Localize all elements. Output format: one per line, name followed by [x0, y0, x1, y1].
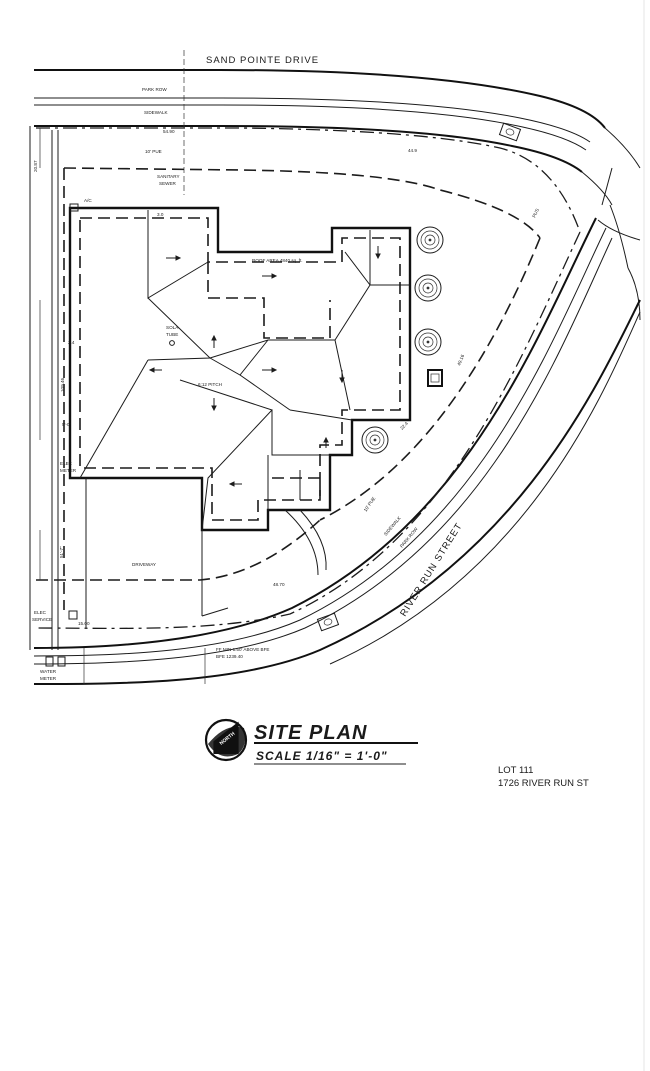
plan-labels: SAND POINTE DRIVE RIVER RUN STREET PARK …	[32, 55, 540, 681]
bfe-label: BFE 1239.40	[216, 654, 243, 659]
water-meter-label: METER	[40, 676, 57, 681]
roof-pitch-label: 6:12 PITCH	[198, 382, 222, 387]
scale-label: SCALE 1/16" = 1'-0"	[256, 749, 388, 763]
ff-elevation-label: FF MIN 1.50' ABOVE BFE	[216, 647, 269, 652]
driveway-label: DRIVEWAY	[132, 562, 156, 567]
house-footprint	[68, 206, 412, 532]
property-lines	[35, 127, 581, 630]
ac-label: A/C	[84, 198, 92, 203]
dimension-label: 48.70	[273, 582, 285, 587]
roof-area-label: ROOF AREA 4840 sq. ft.	[252, 258, 303, 263]
dimension-label: 49.16	[456, 353, 465, 366]
site-plan-title: SITE PLAN	[254, 722, 367, 744]
sanitary-sewer-label: SEWER	[159, 181, 177, 186]
dimension-label: 2.4	[68, 340, 75, 345]
pue-label: 10' PUE	[145, 149, 162, 154]
elec-service-icon	[68, 610, 78, 620]
tree-icon	[361, 426, 389, 454]
street-name-north: SAND POINTE DRIVE	[206, 55, 319, 66]
pue-label: 10' PUE	[363, 496, 377, 513]
dimension-label: 22.4	[399, 421, 409, 431]
water-meter-icon	[57, 656, 66, 667]
sidewalk-label: SIDEWALK	[144, 110, 169, 115]
dimension-label: 51'-7"	[59, 546, 64, 558]
tree-icon	[414, 274, 442, 302]
utilities	[39, 122, 522, 684]
dimension-label: 54.90	[163, 129, 175, 134]
dimension-label: 15.00	[78, 621, 90, 626]
electrical-box-icon	[427, 369, 443, 387]
driveway	[85, 478, 327, 628]
elec-meter-label: METER	[60, 468, 77, 473]
dimension-label: 109.46	[60, 378, 65, 392]
water-meter-label: WATER	[40, 669, 57, 674]
north-arrow-icon: NORTH	[204, 718, 248, 762]
street-lines	[29, 69, 641, 685]
elec-service-label: ELEC	[34, 610, 47, 615]
tree-icon	[416, 226, 444, 254]
manhole-icon	[316, 612, 340, 632]
pus-label: PUS	[531, 208, 540, 219]
sanitary-sewer-label: SANITARY	[157, 174, 180, 179]
elec-service-label: SERVICE	[32, 617, 52, 622]
tree-icon	[414, 328, 442, 356]
sola-tube-label: TUBE	[166, 332, 178, 337]
title-block: NORTH SITE PLAN SCALE 1/16" = 1'-0"	[204, 718, 418, 765]
lot-info: LOT 111 1726 RIVER RUN ST	[498, 765, 589, 789]
lot-number: LOT 111	[498, 765, 533, 776]
dimension-label: 3.0	[157, 212, 164, 217]
sola-tube-icon	[169, 340, 175, 346]
water-meter-icon	[45, 656, 54, 667]
lot-address: 1726 RIVER RUN ST	[498, 778, 589, 789]
dimension-label: 20.87	[33, 160, 38, 172]
park-row-label: PARK ROW	[142, 87, 167, 92]
manhole-icon	[498, 122, 522, 142]
ac-unit-icon	[69, 203, 79, 212]
trees	[361, 226, 444, 454]
dimension-label: 5'-0"	[62, 422, 72, 427]
dimension-label: 44.9	[408, 148, 417, 153]
elec-meter-label: ELEC	[60, 461, 73, 466]
sola-tube-label: SOLA	[166, 325, 179, 330]
